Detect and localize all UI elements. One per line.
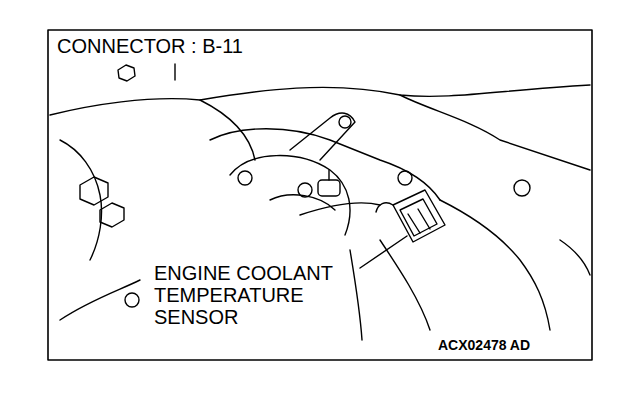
engine-parts xyxy=(328,170,329,180)
sensor-connector xyxy=(376,203,393,212)
frame xyxy=(48,30,592,360)
engine-parts xyxy=(60,280,140,320)
engine-parts xyxy=(350,250,362,340)
leader-line xyxy=(360,236,407,268)
engine-parts xyxy=(100,203,124,227)
sensor-connector xyxy=(418,209,430,229)
sensor-connector xyxy=(393,190,445,242)
engine-parts xyxy=(238,171,252,185)
connector-label: CONNECTOR : B-11 xyxy=(55,35,245,57)
engine-parts xyxy=(380,240,430,330)
sensor-connector xyxy=(376,190,445,242)
engine-parts xyxy=(125,293,139,307)
engine-parts xyxy=(300,203,380,215)
engine-parts xyxy=(400,95,590,170)
sensor-connector xyxy=(408,214,420,233)
engine-parts xyxy=(230,156,350,235)
engine-parts xyxy=(50,85,590,115)
engine-parts xyxy=(118,65,135,81)
engine-parts xyxy=(174,64,175,80)
engine-parts xyxy=(398,171,412,185)
sensor-connector xyxy=(400,199,437,236)
engine-parts xyxy=(440,200,550,330)
engine-parts xyxy=(514,180,530,196)
part-name: ENGINE COOLANT TEMPERATURE SENSOR xyxy=(152,262,342,328)
engine-parts xyxy=(210,129,440,200)
figure-code: ACX02478 AD xyxy=(436,338,532,353)
engine-parts xyxy=(50,64,590,340)
engine-parts xyxy=(318,180,340,196)
engine-parts xyxy=(80,177,108,205)
engine-parts xyxy=(290,113,355,160)
engine-parts xyxy=(560,240,590,275)
engine-parts xyxy=(339,116,351,128)
